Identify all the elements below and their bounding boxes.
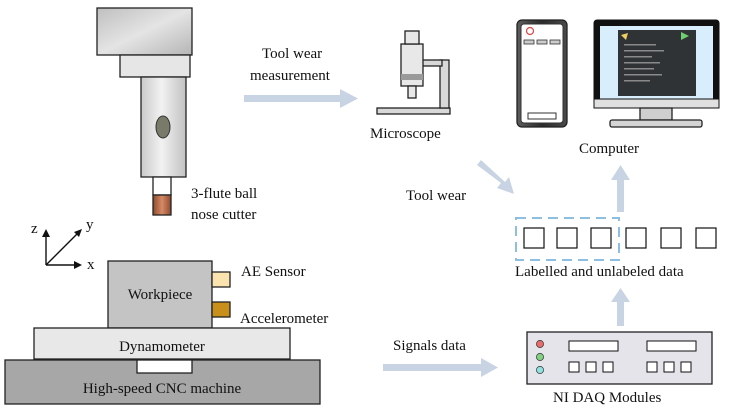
tool-wear-label: Tool wear xyxy=(406,188,466,204)
spindle-bolt xyxy=(155,115,171,139)
workpiece-label: Workpiece xyxy=(128,287,193,303)
tool-wear-measurement-line1: Tool wear xyxy=(262,46,322,62)
ni-daq-device xyxy=(526,331,713,385)
dynamometer xyxy=(33,327,291,360)
app-logo-icon xyxy=(621,33,628,40)
data-box xyxy=(660,227,682,249)
data-box xyxy=(523,227,545,249)
arrow-daq-to-data xyxy=(611,288,630,326)
labelled-data-label: Labelled and unlabeled data xyxy=(515,264,684,280)
spindle xyxy=(96,7,193,216)
data-box xyxy=(556,227,578,249)
cutter-label-line1: 3-flute ball xyxy=(191,186,257,202)
signals-data-label: Signals data xyxy=(393,338,466,354)
computer-label: Computer xyxy=(579,141,639,157)
computer-monitor-icon xyxy=(593,19,720,128)
ae-sensor xyxy=(211,271,231,288)
microscope-label: Microscope xyxy=(370,126,441,142)
axis-z-label: z xyxy=(31,221,38,237)
microscope-icon xyxy=(376,30,451,115)
arrow-to-microscope xyxy=(244,89,358,108)
status-led-icon xyxy=(536,353,544,361)
cnc-machine-label: High-speed CNC machine xyxy=(83,381,242,397)
axis-y-label: y xyxy=(86,217,94,233)
dynamometer-label: Dynamometer xyxy=(119,339,205,355)
ni-daq-label: NI DAQ Modules xyxy=(553,390,661,406)
status-led-icon xyxy=(536,366,544,374)
play-icon xyxy=(681,32,689,40)
axis-x-label: x xyxy=(87,257,95,273)
labelled-data-highlight xyxy=(515,217,620,261)
power-led-icon xyxy=(525,26,535,36)
axes-icon xyxy=(42,229,82,269)
data-boxes xyxy=(515,217,717,261)
cutter-label-line2: nose cutter xyxy=(191,207,256,223)
status-led-icon xyxy=(536,340,544,348)
data-box xyxy=(590,227,612,249)
accelerometer xyxy=(211,301,231,318)
tool-wear-measurement-line2: measurement xyxy=(250,68,331,84)
ae-sensor-label: AE Sensor xyxy=(241,264,306,280)
workpiece xyxy=(107,260,213,329)
computer-tower-icon xyxy=(516,19,568,128)
arrow-to-computer xyxy=(611,165,630,212)
accelerometer-label: Accelerometer xyxy=(240,311,328,327)
arrow-signals-data xyxy=(383,358,498,377)
cutter-tip xyxy=(152,194,172,216)
arrow-tool-wear xyxy=(477,160,514,194)
data-box xyxy=(695,227,717,249)
data-box xyxy=(625,227,647,249)
